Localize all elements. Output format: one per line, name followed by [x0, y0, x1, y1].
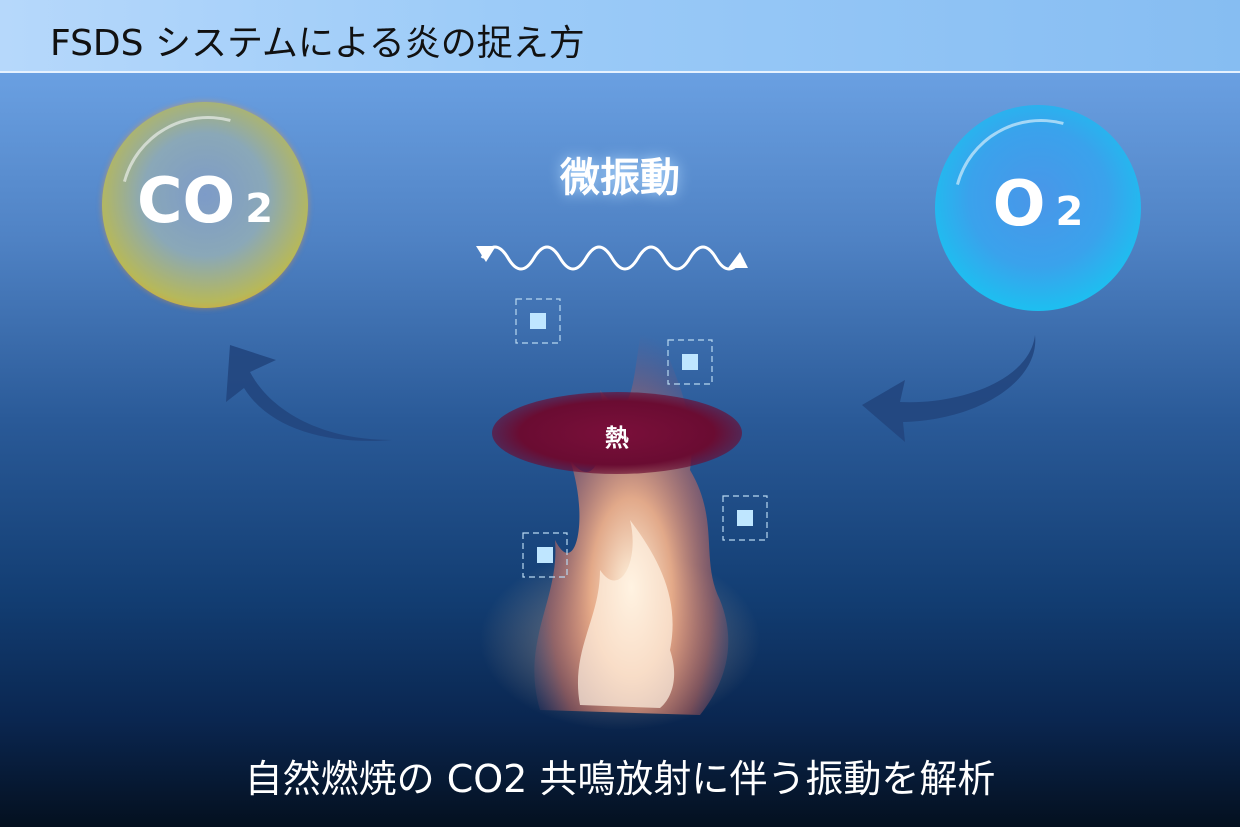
header-bar: FSDS システムによる炎の捉え方 [0, 0, 1240, 73]
sensor-dot [530, 313, 546, 329]
sensor-marker [522, 532, 568, 578]
sensor-marker [515, 298, 561, 344]
o2-label: O [992, 167, 1046, 240]
o2-input-arrow [862, 335, 1036, 442]
sensor-dot [682, 354, 698, 370]
sensor-dot [537, 547, 553, 563]
sensor-marker [667, 339, 713, 385]
flame-illustration [480, 290, 760, 730]
o2-subscript: 2 [1055, 189, 1084, 235]
co2-output-arrow [226, 345, 392, 441]
vibration-wave-icon [476, 245, 748, 271]
heat-ring: 熱 [492, 392, 742, 474]
caption: 自然燃焼の CO2 共鳴放射に伴う振動を解析 [244, 757, 996, 801]
sensor-dot [737, 510, 753, 526]
sensor-marker [722, 495, 768, 541]
co2-label: CO [136, 164, 236, 237]
page-title: FSDS システムによる炎の捉え方 [50, 23, 585, 64]
co2-subscript: 2 [245, 186, 274, 232]
sensor-markers [515, 298, 768, 578]
vibration-label: 微振動 [560, 155, 680, 201]
heat-label: 熱 [605, 424, 629, 452]
